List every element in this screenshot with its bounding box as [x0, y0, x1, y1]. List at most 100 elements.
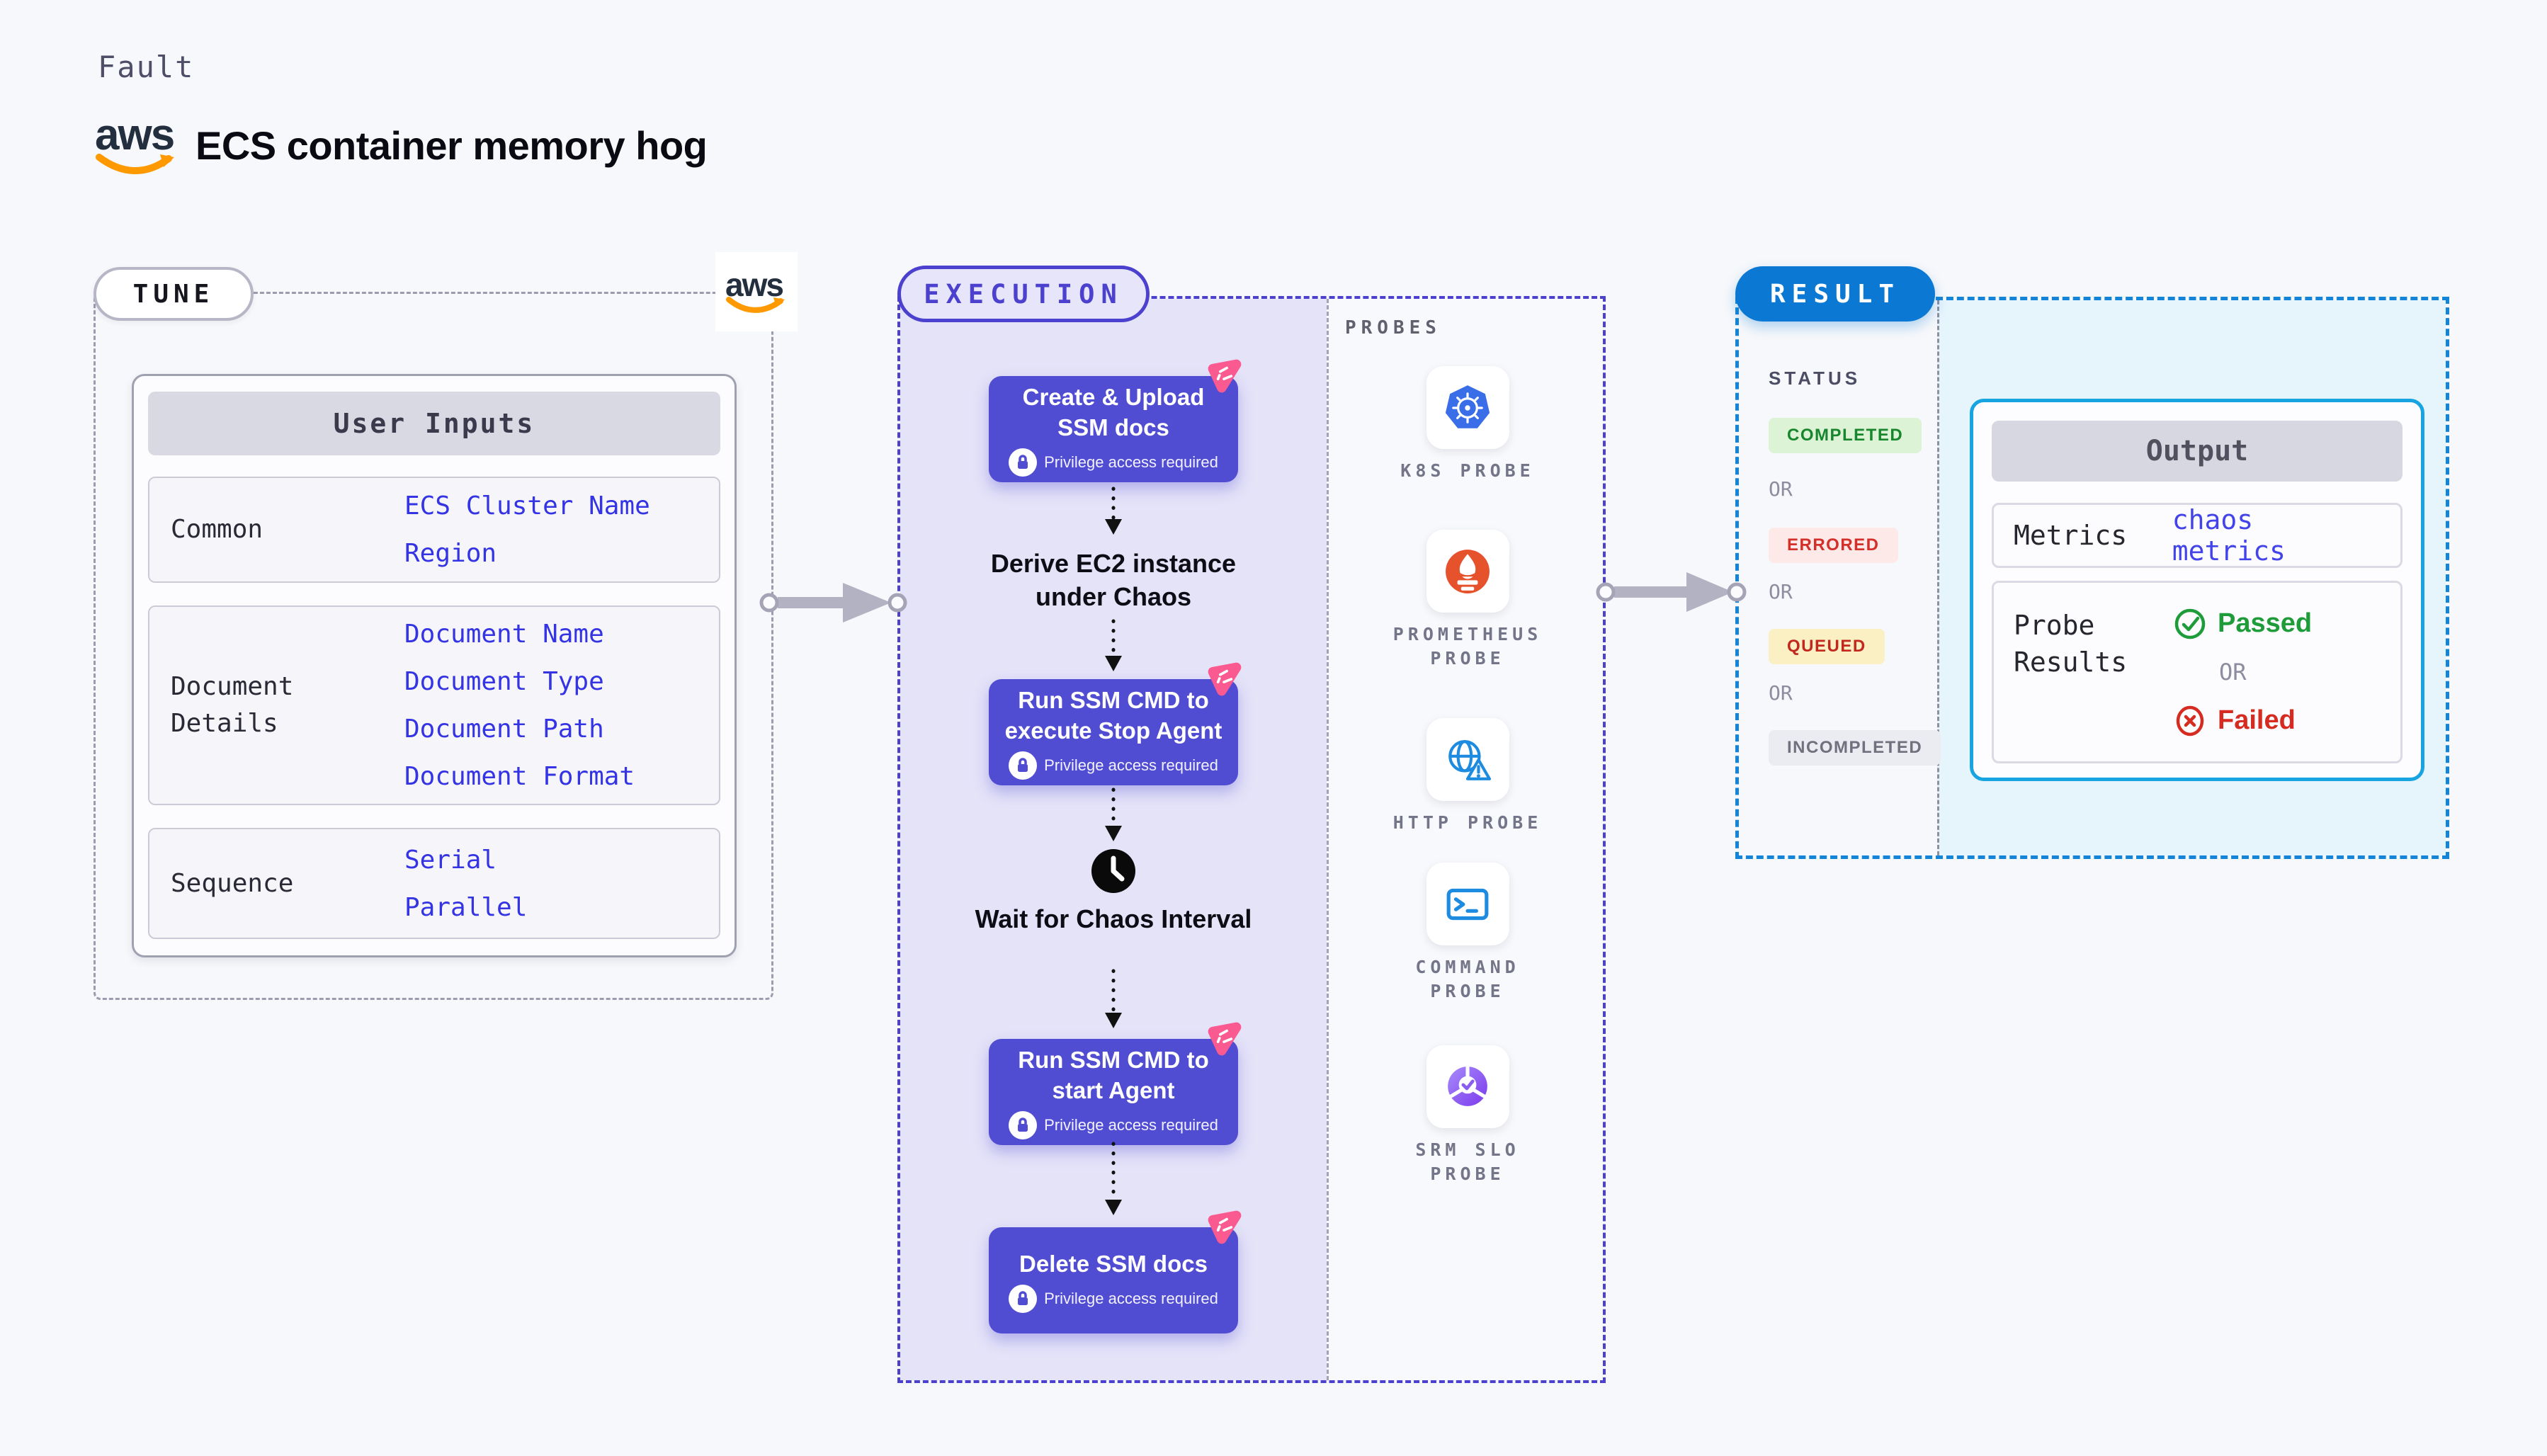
probe-label: PROMETHEUS PROBE: [1392, 624, 1543, 669]
metrics-value[interactable]: chaos metrics: [2172, 504, 2286, 567]
step-create-upload-ssm-docs[interactable]: Create & Upload SSM docs Privilege acces…: [989, 359, 1242, 482]
probe-prometheus: PROMETHEUS PROBE: [1379, 530, 1556, 671]
privilege-note: Privilege access required: [1009, 751, 1218, 780]
input-group-label: Common: [171, 515, 263, 544]
input-group-label: Document Details: [171, 672, 294, 738]
input-row-common: Common ECS Cluster Name Region: [148, 477, 720, 583]
probe-label: K8S PROBE: [1400, 460, 1535, 481]
tune-pill[interactable]: TUNE: [93, 267, 254, 321]
probe-command: COMMAND PROBE: [1379, 863, 1556, 1003]
flow-arrow-down: [1105, 487, 1122, 535]
status-header: STATUS: [1769, 368, 1861, 389]
clock-icon: [1090, 848, 1137, 894]
result-section: STATUS COMPLETED OR ERRORED OR QUEUED OR…: [1735, 297, 2449, 859]
probes-divider: [1327, 299, 1329, 1380]
probe-card[interactable]: [1426, 366, 1509, 449]
input-group-label: Sequence: [171, 868, 294, 898]
lock-icon: [1009, 751, 1038, 780]
output-header: Output: [1992, 421, 2403, 482]
chaos-experiment-badge-icon: [1208, 1210, 1242, 1244]
probes-panel: [1329, 299, 1603, 1380]
probes-header: PROBES: [1345, 317, 1441, 339]
step-title: Run SSM CMD to execute Stop Agent: [1004, 687, 1223, 744]
title-row: aws ECS container memory hog: [95, 113, 708, 177]
step-delete-ssm-docs[interactable]: Delete SSM docs Privilege access require…: [989, 1210, 1242, 1333]
aws-logo: aws: [95, 113, 178, 177]
flow-arrow-down: [1105, 787, 1122, 841]
tune-to-execution-arrow: [759, 583, 907, 622]
metrics-row: Metrics chaos metrics: [1992, 503, 2403, 568]
input-value[interactable]: Document Type: [404, 667, 604, 696]
chaos-experiment-badge-icon: [1208, 359, 1242, 393]
aws-logo-small: aws: [725, 268, 788, 315]
page-title: ECS container memory hog: [195, 123, 708, 168]
privilege-note: Privilege access required: [1009, 1111, 1218, 1139]
flow-arrow-down: [1105, 969, 1122, 1028]
privilege-note: Privilege access required: [1009, 448, 1218, 477]
probe-srm-slo: SRM SLO PROBE: [1379, 1045, 1556, 1186]
chaos-experiment-badge-icon: [1208, 1022, 1242, 1056]
input-value[interactable]: Parallel: [404, 892, 528, 922]
probe-label: COMMAND PROBE: [1415, 957, 1520, 1001]
step-title: Delete SSM docs: [1019, 1250, 1208, 1277]
kubernetes-icon: [1445, 385, 1490, 428]
input-value[interactable]: Document Format: [404, 762, 635, 791]
status-badge-queued: QUEUED: [1769, 629, 1885, 664]
fault-type-label: Fault: [98, 50, 195, 84]
probe-results-row: Probe Results Passed OR: [1992, 581, 2403, 763]
step-wait-for-chaos-interval: Wait for Chaos Interval: [975, 904, 1252, 933]
lock-icon: [1009, 1284, 1038, 1313]
output-card: Output Metrics chaos metrics Probe Resul…: [1970, 399, 2424, 781]
aws-logo-corner: aws: [715, 252, 798, 331]
probe-card[interactable]: [1426, 1045, 1509, 1128]
input-value[interactable]: ECS Cluster Name: [404, 491, 650, 521]
probe-result-passed: Passed: [2174, 607, 2312, 640]
probe-card[interactable]: [1426, 863, 1509, 945]
step-run-ssm-stop-agent[interactable]: Run SSM CMD to execute Stop Agent Privil…: [989, 662, 1242, 785]
probe-label: HTTP PROBE: [1392, 812, 1543, 833]
probe-k8s: K8S PROBE: [1379, 366, 1556, 483]
execution-to-result-arrow: [1596, 572, 1747, 612]
status-badge-completed: COMPLETED: [1769, 418, 1922, 453]
probe-result-failed: Failed: [2174, 704, 2312, 737]
execution-pill[interactable]: EXECUTION: [897, 266, 1150, 322]
input-value[interactable]: Region: [404, 539, 497, 568]
aws-logo-text: aws: [95, 110, 175, 159]
tune-section: [93, 292, 773, 1000]
aws-smile-icon: [96, 154, 174, 174]
status-badge-errored: ERRORED: [1769, 528, 1898, 563]
step-run-ssm-start-agent[interactable]: Run SSM CMD to start Agent Privilege acc…: [989, 1022, 1242, 1145]
probe-card[interactable]: [1426, 530, 1509, 613]
slo-pie-icon: [1448, 1064, 1487, 1106]
globe-warning-icon: [1448, 739, 1491, 780]
input-value[interactable]: Document Path: [404, 715, 604, 744]
privilege-note: Privilege access required: [1009, 1284, 1218, 1313]
metrics-label: Metrics: [2014, 520, 2128, 551]
status-badge-incompleted: INCOMPLETED: [1769, 730, 1941, 766]
input-row-document-details: Document Details Document Name Document …: [148, 605, 720, 805]
probe-card[interactable]: [1426, 718, 1509, 801]
or-separator: OR: [2219, 659, 2247, 686]
aws-smile-icon: [726, 297, 785, 313]
step-title: Run SSM CMD to start Agent: [1018, 1047, 1209, 1103]
flow-arrow-down: [1105, 1142, 1122, 1215]
chaos-experiment-badge-icon: [1208, 662, 1242, 696]
lock-icon: [1009, 1111, 1038, 1139]
result-pill[interactable]: RESULT: [1735, 266, 1935, 322]
or-separator: OR: [1769, 681, 1793, 705]
input-value[interactable]: Serial: [404, 845, 497, 875]
step-derive-ec2-instance: Derive EC2 instance under Chaos: [990, 549, 1237, 611]
probe-results-label: Probe Results: [2014, 610, 2128, 678]
or-separator: OR: [1769, 580, 1793, 603]
flow-arrow-down: [1105, 619, 1122, 671]
probe-http: HTTP PROBE: [1379, 718, 1556, 835]
step-title: Create & Upload SSM docs: [1022, 384, 1205, 440]
input-value[interactable]: Document Name: [404, 620, 604, 649]
or-separator: OR: [1769, 477, 1793, 501]
x-circle-icon: [2176, 705, 2204, 736]
user-inputs-card: User Inputs Common ECS Cluster Name Regi…: [132, 374, 737, 957]
check-circle-icon: [2174, 608, 2206, 639]
status-output-divider: [1937, 300, 1939, 855]
prometheus-icon: [1446, 549, 1490, 593]
